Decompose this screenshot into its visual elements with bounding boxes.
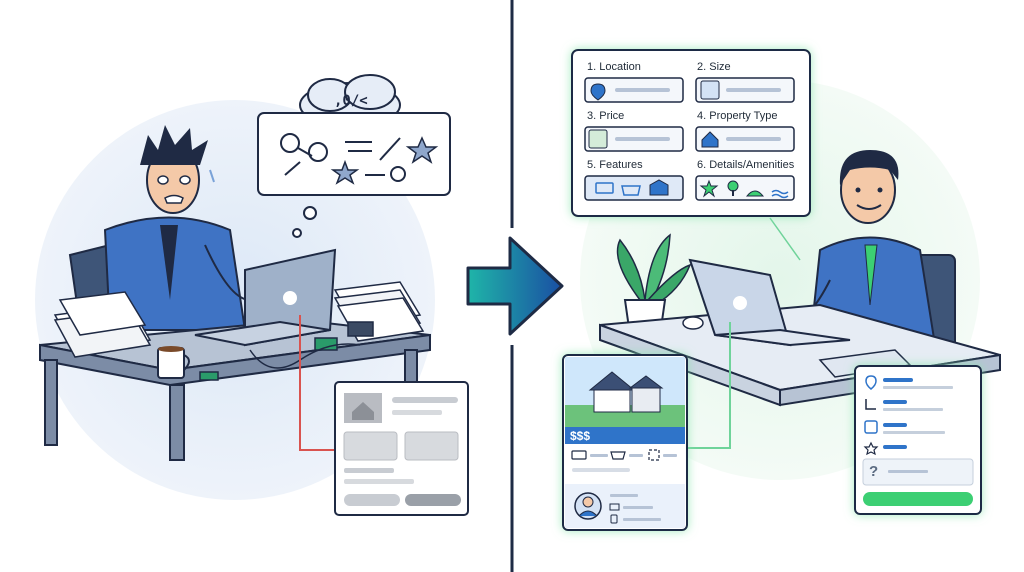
thought-box — [257, 112, 451, 196]
phone-icon — [610, 514, 618, 524]
floor-plan-icon — [700, 80, 720, 100]
park-icon — [745, 190, 765, 197]
location-pin-icon — [865, 375, 877, 390]
criteria-label-features: 5. Features — [587, 159, 643, 171]
potted-plant — [616, 233, 692, 336]
criteria-card — [571, 49, 811, 217]
bed-icon — [571, 450, 587, 460]
garage-icon — [649, 179, 669, 196]
messy-hair — [140, 125, 208, 165]
thought-cloud — [257, 74, 451, 238]
criteria-label-location: 1. Location — [587, 61, 641, 73]
star-doodle-icon — [330, 159, 360, 185]
laptop-left — [194, 248, 337, 347]
star-icon — [699, 179, 719, 198]
floor-plan-icon — [865, 399, 876, 410]
house-icon — [701, 131, 719, 148]
pool-icon — [771, 189, 789, 195]
blurry-listing-card — [334, 381, 469, 516]
house-icon — [352, 402, 374, 420]
connector-line-right — [687, 322, 731, 449]
listing-price: $$$ — [570, 429, 591, 443]
mail-icon — [609, 503, 620, 511]
money-bag-icon — [588, 129, 608, 149]
apple-logo-icon — [283, 291, 297, 305]
bathtub-icon — [621, 185, 641, 196]
circle-doodle-icon — [308, 142, 328, 162]
laptop-right — [688, 258, 851, 347]
star-doodle-icon — [405, 136, 439, 164]
price-bar — [565, 427, 685, 444]
tree-icon — [727, 180, 739, 192]
stressed-man — [103, 125, 251, 331]
criteria-label-property-type: 4. Property Type — [697, 110, 778, 122]
coffee-mug — [157, 346, 190, 379]
connector-line-left — [299, 315, 335, 451]
area-icon — [648, 449, 660, 461]
mouse — [682, 316, 704, 330]
amenities-field — [695, 175, 795, 201]
thought-cloud-text: ,0/< — [334, 93, 368, 109]
apple-logo-icon — [733, 296, 747, 310]
location-pin-icon — [590, 83, 606, 101]
bed-icon — [595, 182, 614, 194]
question-mark-icon: ? — [869, 463, 879, 480]
star-icon — [863, 441, 879, 456]
left-scene — [35, 74, 469, 516]
circle-doodle-icon — [280, 133, 300, 153]
transition-arrow-icon — [466, 236, 564, 336]
criteria-label-price: 3. Price — [587, 110, 625, 122]
bathtub-icon — [610, 451, 626, 460]
search-button[interactable] — [863, 492, 973, 506]
listing-card — [562, 354, 688, 531]
paper-stack-left — [53, 291, 152, 358]
money-icon — [864, 420, 878, 434]
criteria-label-size: 2. Size — [697, 61, 731, 73]
criteria-label-amenities: 6. Details/Amenities — [697, 159, 795, 171]
neat-hair — [839, 150, 899, 185]
search-form-card — [854, 365, 982, 515]
